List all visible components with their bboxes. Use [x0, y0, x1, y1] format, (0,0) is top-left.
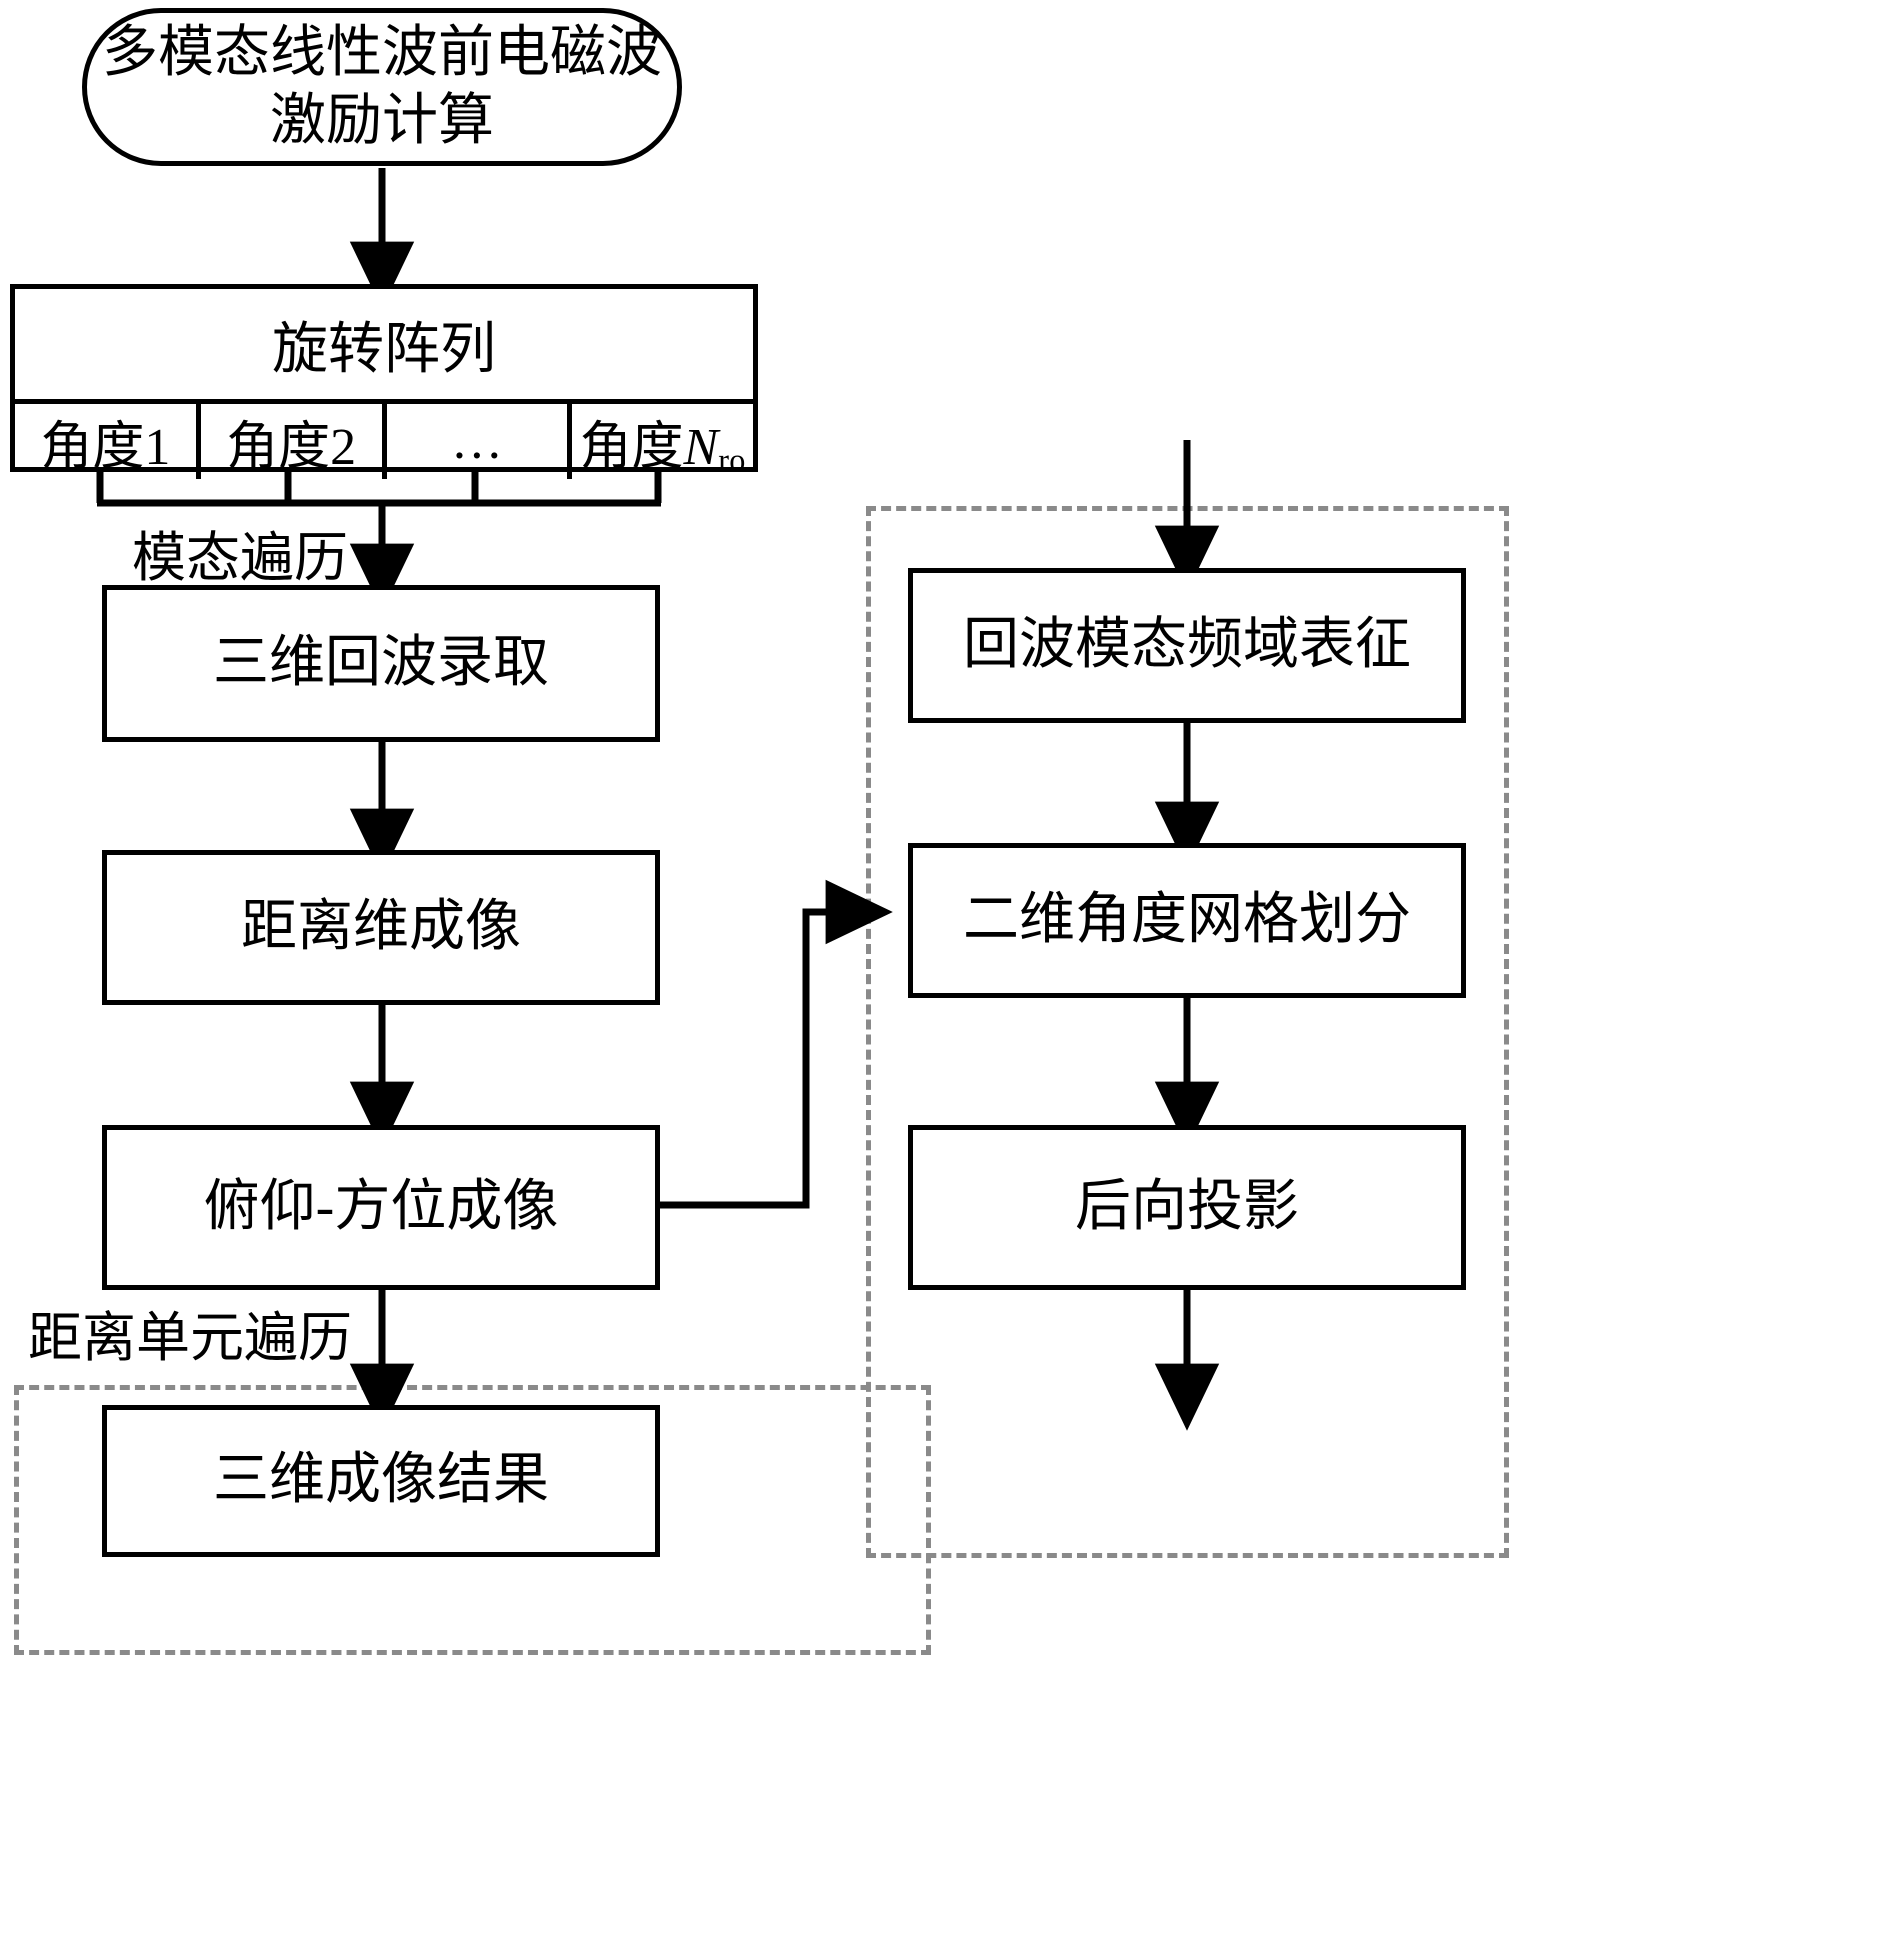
node-start-line2: 激励计算	[270, 90, 494, 152]
node-start-excitation[interactable]: 多模态线性波前电磁波 激励计算	[82, 8, 682, 166]
angle-cell-2[interactable]: 角度2	[201, 404, 387, 480]
node-rotation-array-table[interactable]: 旋转阵列 角度1 角度2 … 角度Nro	[10, 284, 758, 480]
node-2d-angle-grid-partition[interactable]: 二维角度网格划分	[908, 843, 1466, 998]
node-back-projection[interactable]: 后向投影	[908, 1125, 1466, 1290]
node-3d-imaging-result[interactable]: 三维成像结果	[102, 1405, 660, 1557]
rotation-array-cell-row: 角度1 角度2 … 角度Nro	[15, 399, 753, 480]
node-3d-echo-acquisition[interactable]: 三维回波录取	[102, 585, 660, 742]
angle-cell-n-prefix: 角度	[579, 419, 684, 476]
edge-label-mode-traversal: 模态遍历	[132, 528, 348, 588]
angle-cell-n-subscript: ro	[718, 442, 746, 479]
node-range-dimension-imaging[interactable]: 距离维成像	[102, 850, 660, 1005]
node-elevation-azimuth-imaging[interactable]: 俯仰-方位成像	[102, 1125, 660, 1290]
angle-cell-n-var: N	[683, 419, 719, 476]
edge-label-range-cell-traversal: 距离单元遍历	[28, 1308, 352, 1368]
angle-cell-1[interactable]: 角度1	[15, 404, 201, 480]
node-echo-mode-frequency-representation[interactable]: 回波模态频域表征	[908, 568, 1466, 723]
edge-elev-azimuth-to-angle-group	[660, 879, 893, 1209]
angle-cell-ellipsis: …	[387, 404, 573, 480]
node-start-line1: 多模态线性波前电磁波	[102, 21, 662, 84]
angle-cell-n[interactable]: 角度Nro	[572, 404, 753, 479]
rotation-array-title: 旋转阵列	[272, 318, 496, 381]
dashed-group-range-cell-loop	[14, 1385, 931, 1655]
